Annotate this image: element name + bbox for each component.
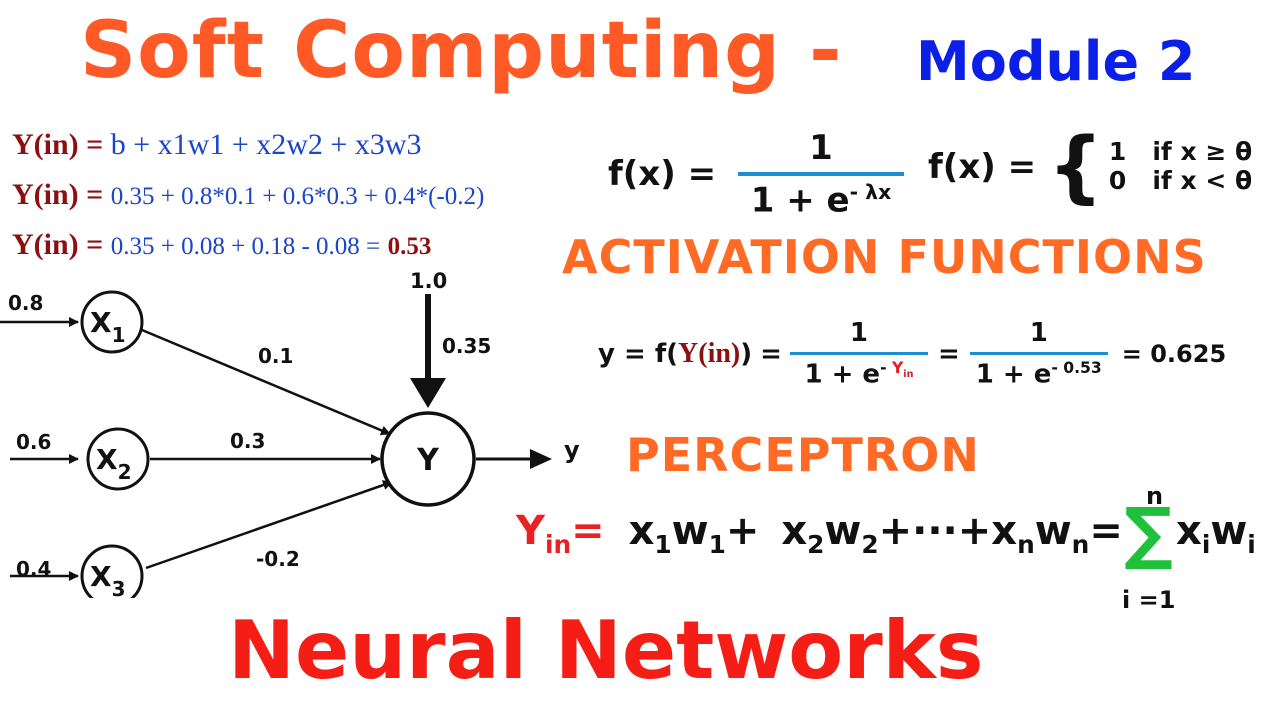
equation-result: 0.53 — [387, 233, 432, 260]
connection-3 — [145, 480, 393, 570]
sigmoid-denominator: 1 + e- λx — [750, 180, 892, 221]
equation-line-3: Y(in) = 0.35 + 0.08 + 0.18 - 0.08 = 0.53 — [12, 228, 431, 262]
equation-line-1: Y(in) = b + x1w1 + x2w2 + x3w3 — [12, 128, 422, 162]
perceptron-heading: PERCEPTRON — [626, 428, 980, 482]
sigmoid-fraction: 1 1 + e- λx — [737, 128, 904, 221]
perceptron-formula: Yin= x1w1+ x2w2+···+xnwn= — [516, 508, 1123, 559]
sum-term: xiwi — [1176, 508, 1256, 559]
sigma-lower: i =1 — [1122, 586, 1176, 614]
input-node-2 — [86, 427, 150, 491]
node-label-2: X2 — [96, 443, 132, 484]
case-2: 0 if x < θ — [1108, 166, 1253, 195]
term-1: x1w1+ — [628, 508, 760, 559]
output-fraction-1: 1 1 + e- Yin — [789, 318, 928, 390]
yin-label: Y(in) = — [12, 178, 104, 211]
bottom-title: Neural Networks — [228, 604, 984, 697]
term-n: xnwn — [991, 508, 1090, 559]
yin-symbol: Yin= — [516, 508, 605, 559]
yin-label: Y(in) = — [12, 128, 104, 161]
equation-rhs: 0.35 + 0.08 + 0.18 - 0.08 = — [110, 233, 381, 260]
network-diagram: X1 X2 X3 Y 0.8 0.6 0.4 0.1 0.3 -0.2 1.0 … — [0, 269, 580, 598]
bias-input-label: 1.0 — [410, 269, 447, 293]
equation-rhs: 0.35 + 0.8*0.1 + 0.6*0.3 + 0.4*(-0.2) — [110, 183, 485, 210]
case-1: 1 if x ≥ θ — [1108, 137, 1253, 167]
output-node — [380, 411, 476, 507]
title-main: Soft Computing - — [80, 6, 843, 96]
equation-rhs: b + x1w1 + x2w2 + x3w3 — [110, 128, 422, 161]
sigma-icon: ∑ — [1124, 494, 1173, 573]
input-node-3 — [80, 544, 144, 598]
output-label: y — [564, 436, 580, 464]
sigmoid-numerator: 1 — [809, 128, 833, 168]
input-node-1 — [80, 290, 144, 354]
step-function: f(x) = { 1 if x ≥ θ 0 if x < θ — [928, 128, 1252, 206]
input-value-3: 0.4 — [16, 557, 51, 581]
term-2: x2w2 — [781, 508, 879, 559]
yin-label: Y(in) = — [12, 228, 104, 261]
input-value-1: 0.8 — [8, 291, 43, 315]
output-node-label: Y — [416, 443, 440, 478]
brace-symbol: { — [1047, 122, 1104, 212]
connection-1 — [141, 328, 391, 436]
sigma-upper: n — [1146, 482, 1164, 510]
step-lhs: f(x) = — [928, 147, 1037, 187]
fraction-bar — [969, 352, 1108, 355]
output-calculation: y = f(Y(in)) = 1 1 + e- Yin = 1 1 + e- 0… — [598, 318, 1227, 390]
equation-line-2: Y(in) = 0.35 + 0.8*0.1 + 0.6*0.3 + 0.4*(… — [12, 178, 484, 212]
weight-label-1: 0.1 — [258, 344, 293, 368]
bias-arrowhead — [410, 378, 446, 408]
output-arrowhead — [530, 449, 552, 469]
node-label-3: X3 — [90, 560, 126, 598]
sigmoid-function: f(x) = 1 1 + e- λx — [608, 128, 904, 220]
activation-heading: ACTIVATION FUNCTIONS — [562, 230, 1207, 284]
fraction-bar — [737, 172, 904, 176]
bias-weight-label: 0.35 — [442, 334, 491, 358]
step-cases: 1 if x ≥ θ 0 if x < θ — [1108, 137, 1253, 196]
input-value-2: 0.6 — [16, 430, 51, 454]
title-module: Module 2 — [916, 30, 1196, 93]
weight-label-3: -0.2 — [256, 547, 300, 571]
sigmoid-lhs: f(x) = — [608, 154, 717, 195]
output-lhs: y = f(Y(in)) — [598, 337, 753, 369]
output-fraction-2: 1 1 + e- 0.53 — [969, 318, 1108, 390]
fraction-bar — [789, 352, 928, 355]
weight-label-2: 0.3 — [230, 429, 265, 453]
node-label-1: X1 — [90, 306, 126, 347]
output-result: = 0.625 — [1121, 339, 1227, 368]
